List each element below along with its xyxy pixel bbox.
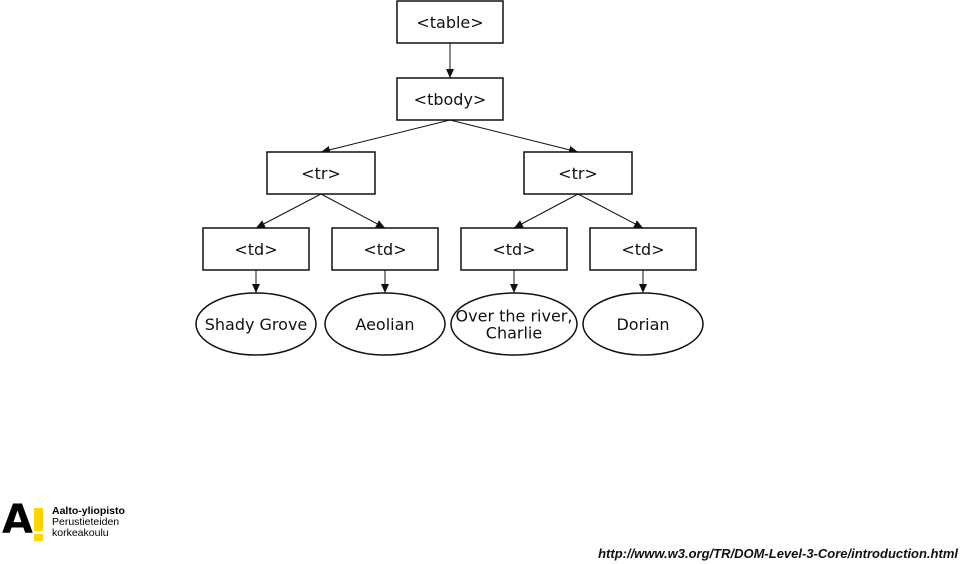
node-text1: Shady Grove (195, 292, 317, 356)
node-td3: <td> (460, 227, 568, 271)
aalto-logo-mark: A (2, 500, 46, 542)
node-label-td2: <td> (363, 240, 406, 259)
node-td1: <td> (202, 227, 310, 271)
node-box-table (396, 0, 504, 44)
node-tr2: <tr> (523, 151, 633, 195)
node-ellipse-text1 (195, 292, 317, 356)
node-table: <table> (396, 0, 504, 44)
edge-tr2-to-td3 (513, 193, 579, 229)
source-url: http://www.w3.org/TR/DOM-Level-3-Core/in… (598, 546, 958, 561)
node-text-text2: Aeolian (355, 315, 414, 334)
node-text3: Over the river,Charlie (450, 292, 578, 356)
edge-tr1-to-td2 (320, 193, 386, 229)
node-text-text3-line-2: Charlie (486, 324, 542, 343)
node-box-td4 (589, 227, 697, 271)
edge-tr2-to-td4 (577, 193, 644, 229)
node-label-td1: <td> (234, 240, 277, 259)
edge-tr1-to-td1 (255, 193, 322, 229)
node-text-text1: Shady Grove (205, 315, 308, 334)
node-td2: <td> (331, 227, 439, 271)
node-text4: Dorian (582, 292, 704, 356)
logo-exclamation-bar (34, 508, 43, 531)
node-text-text3-line-1: Over the river, (456, 307, 573, 326)
node-box-td2 (331, 227, 439, 271)
node-td4: <td> (589, 227, 697, 271)
node-label-tr2: <tr> (558, 164, 598, 183)
node-box-td1 (202, 227, 310, 271)
node-tbody: <tbody> (396, 77, 504, 121)
edge-tbody-to-tr2 (449, 119, 579, 154)
node-text2: Aeolian (324, 292, 446, 356)
aalto-university-logo: A Aalto-yliopisto Perustieteiden korkeak… (2, 500, 125, 542)
node-label-tbody: <tbody> (414, 90, 487, 109)
node-box-tr1 (266, 151, 376, 195)
node-box-tbody (396, 77, 504, 121)
node-tr1: <tr> (266, 151, 376, 195)
logo-letter-a: A (2, 497, 33, 543)
node-label-tr1: <tr> (301, 164, 341, 183)
node-ellipse-text3 (450, 292, 578, 356)
logo-university-name: Aalto-yliopisto (52, 505, 125, 517)
logo-exclamation-dot (34, 534, 43, 541)
node-box-td3 (460, 227, 568, 271)
logo-text: Aalto-yliopisto Perustieteiden korkeakou… (52, 506, 125, 539)
node-label-td3: <td> (492, 240, 535, 259)
node-text-text4: Dorian (616, 315, 669, 334)
node-ellipse-text2 (324, 292, 446, 356)
node-label-td4: <td> (621, 240, 664, 259)
edge-tbody-to-tr1 (320, 119, 451, 154)
logo-school-line-1: Perustieteiden (52, 516, 120, 528)
node-ellipse-text4 (582, 292, 704, 356)
node-label-table: <table> (416, 13, 483, 32)
logo-school-line-2: korkeakoulu (52, 527, 109, 539)
node-box-tr2 (523, 151, 633, 195)
